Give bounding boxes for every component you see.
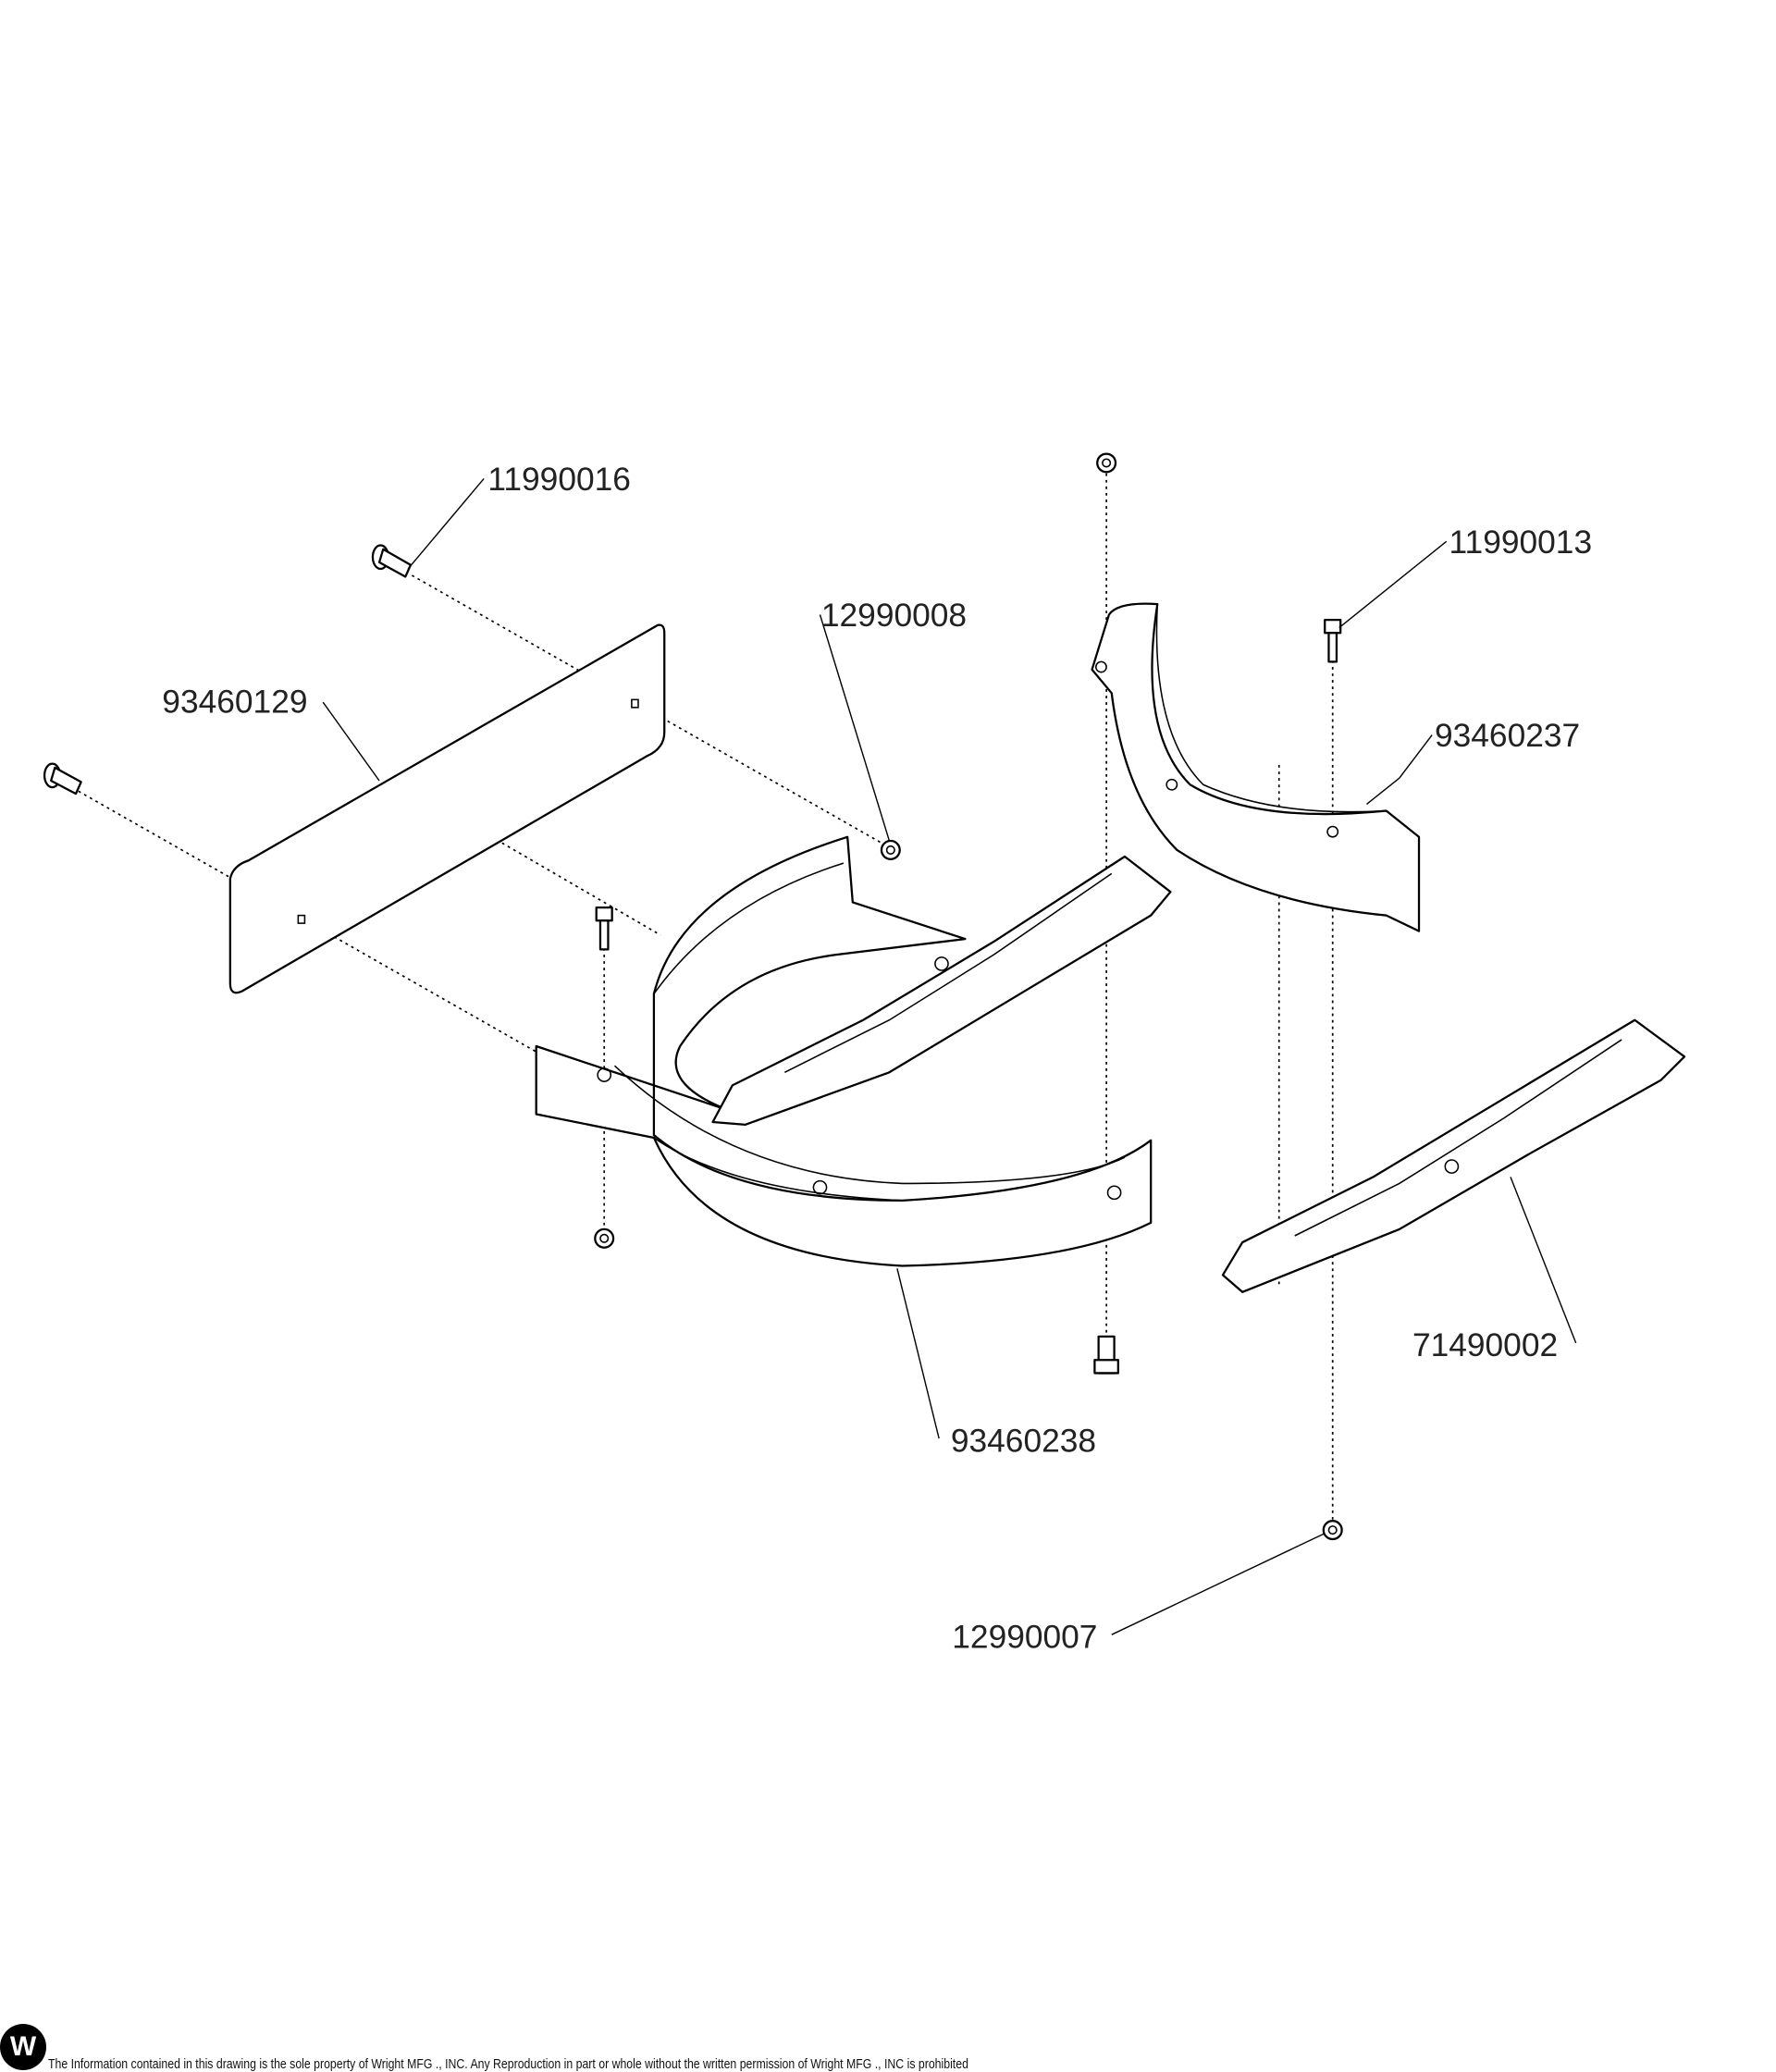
part-label-93460238: 93460238 [951,1423,1096,1459]
part-label-11990013: 11990013 [1449,524,1593,561]
baffle-plate [228,623,666,994]
upper-baffle [1091,602,1421,932]
lower-baffle [535,835,1153,1267]
hex-bolt-icon [595,618,1342,1375]
part-label-71490002: 71490002 [1412,1327,1558,1363]
wright-logo: W [0,2024,46,2070]
hex-nut-icon [594,452,1343,1541]
leader-lines [322,477,1577,1635]
part-label-12990007: 12990007 [952,1619,1097,1655]
mower-blade [711,855,1686,1293]
part-label-93460237: 93460237 [1435,718,1580,754]
footer: W The Information contained in this draw… [0,2024,1170,2072]
part-label-93460129: 93460129 [162,684,307,720]
part-label-11990016: 11990016 [487,462,631,498]
copyright-notice: The Information contained in this drawin… [48,2056,968,2072]
carriage-bolt-icon [43,544,413,796]
part-label-12990008: 12990008 [821,598,967,634]
